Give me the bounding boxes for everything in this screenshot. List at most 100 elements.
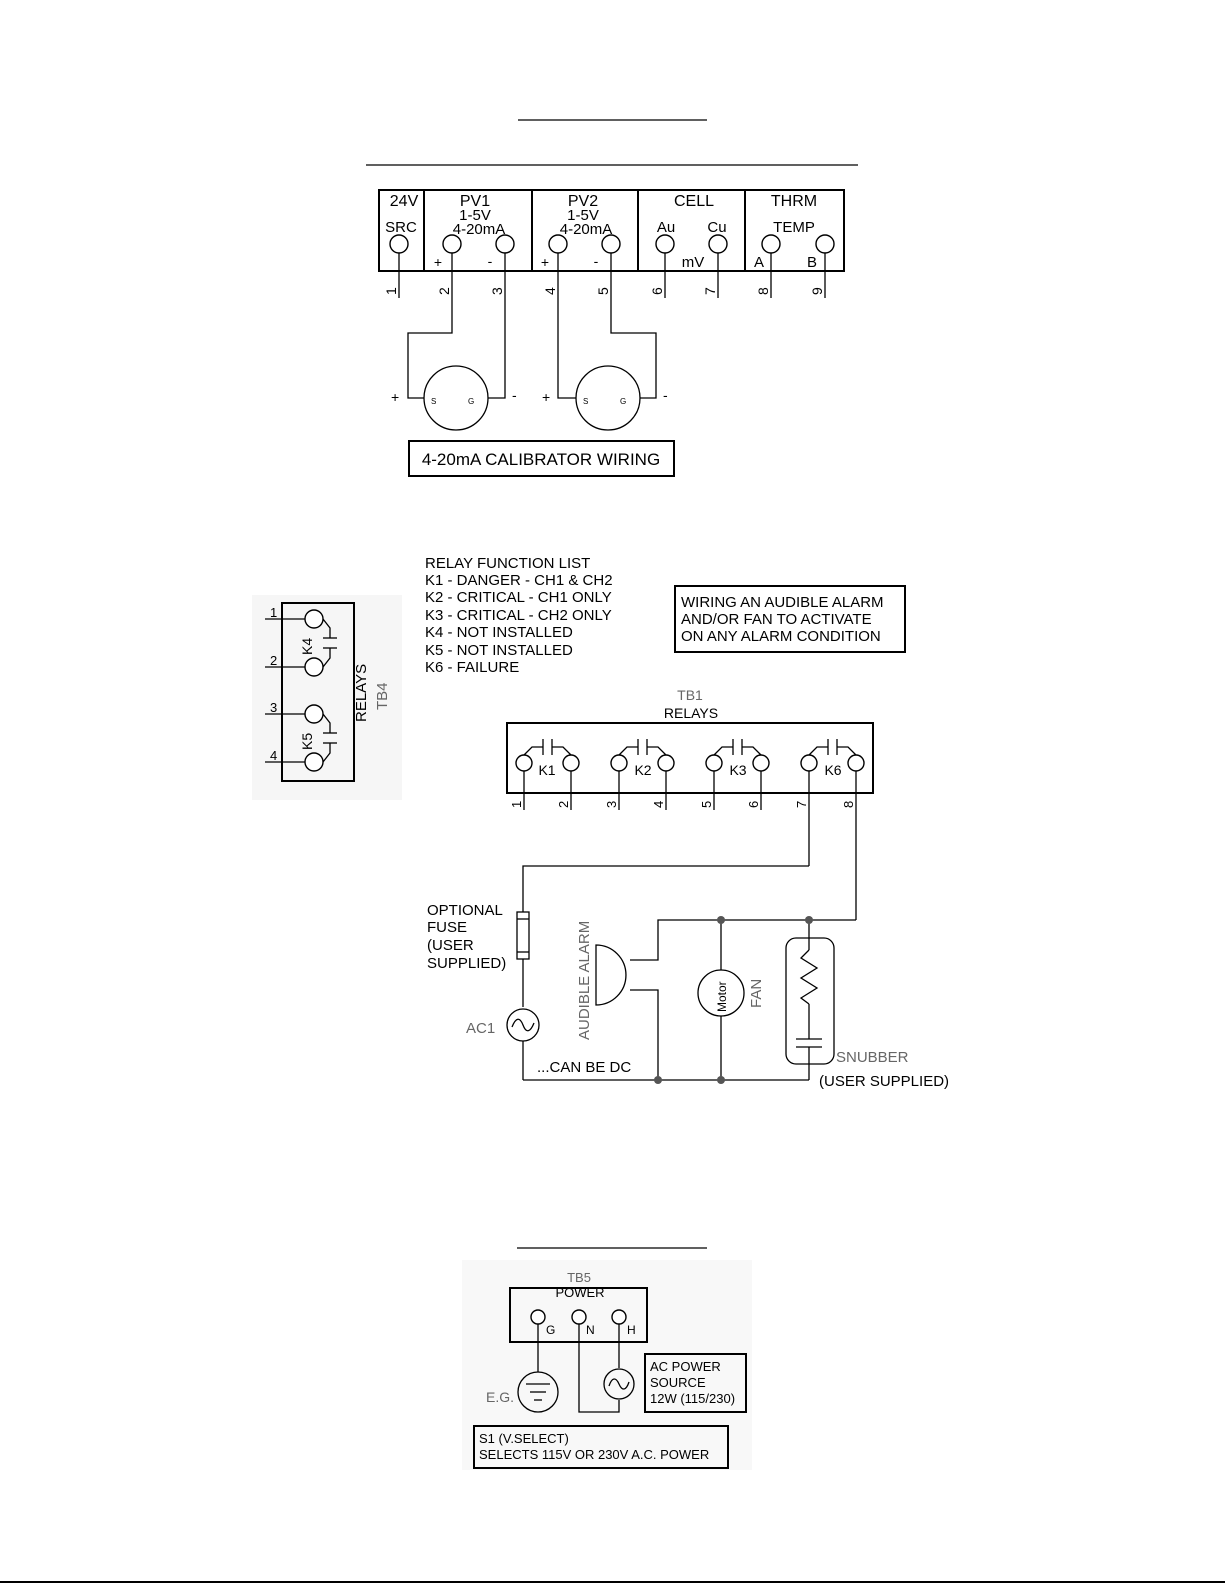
snubber-symbol [785,937,835,1065]
top-terminal-number-8: 8 [755,287,771,295]
tb1-relay-k1: K1 [538,762,555,778]
power-terminal-g: G [546,1323,555,1337]
alarm-note-line-1: WIRING AN AUDIBLE ALARM [681,594,884,611]
tb1-number-1: 1 [509,801,524,808]
can-be-dc-label: ...CAN BE DC [537,1059,631,1076]
ac-source-box [644,1353,747,1413]
s1-note-box [473,1425,729,1469]
audible-alarm-label: AUDIBLE ALARM [576,921,593,1040]
tb1-relay-k6: K6 [824,762,841,778]
s1-note-line-2: SELECTS 115V OR 230V A.C. POWER [479,1447,709,1462]
top-terminals [389,234,835,298]
tb4-number-3: 3 [270,700,277,715]
label-pv1-range1: 1-5V [459,207,491,224]
calibrator-2-s: S [583,397,588,406]
fuse-label-line-4: SUPPLIED) [427,955,506,972]
calibrator-1: S G + - [391,298,517,431]
function-list-k6: K6 - FAILURE [425,659,519,676]
label-cu: Cu [707,219,726,236]
top-terminal-number-5: 5 [595,287,611,295]
header-thrm: THRM [771,193,817,210]
s1-note-line-1: S1 (V.SELECT) [479,1431,569,1446]
tb4-relays-label: RELAYS [353,664,370,722]
tb4-relay-k5: K5 [299,733,315,750]
calibrator-2-minus: - [663,387,668,403]
header-pv1: PV1 [460,193,490,210]
calibrator-2-plus: + [542,389,550,405]
fuse-label-line-1: OPTIONAL [427,902,503,919]
calibrator-2-g: G [620,397,626,406]
header-cell: CELL [674,193,714,210]
calibrator-caption: 4-20mA CALIBRATOR WIRING [422,450,660,469]
ac-source-line-3: 12W (115/230) [650,1391,735,1406]
calibrator-1-minus: - [512,387,517,403]
alarm-note-box [674,585,906,653]
function-list-k1: K1 - DANGER - CH1 & CH2 [425,572,613,589]
motor-label: Motor [715,981,729,1012]
relay-function-list: RELAY FUNCTION LIST K1 - DANGER - CH1 & … [425,555,613,676]
calibrator-1-g: G [468,397,474,406]
function-list-k4: K4 - NOT INSTALLED [425,624,573,641]
tb1-number-2: 2 [556,801,571,808]
audible-alarm-symbol [595,944,627,1006]
label-pv2-range2: 4-20mA [560,221,613,238]
label-au: Au [657,219,675,236]
tb1-block: TB1 RELAYS [506,687,874,920]
tb5-label: TB5 [567,1270,591,1285]
tb1-number-5: 5 [699,801,714,808]
alarm-circuit [506,865,856,1084]
tb4-relay-k4: K4 [299,638,315,655]
label-src: SRC [385,219,417,236]
tb1-relay-k3: K3 [729,762,746,778]
tb1-number-6: 6 [746,801,761,808]
power-section: TB5 POWER G N H E.G. AC POWER SOURCE 12W… [462,1247,752,1470]
fuse-label-line-2: FUSE [427,919,467,936]
fuse-label-line-3: (USER [427,937,474,954]
tb4-block: 1 2 3 4 K4 K5 RELAYS TB4 [252,595,402,800]
top-terminal-number-4: 4 [542,287,558,295]
tb4-number-1: 1 [270,605,277,620]
power-terminal-n: N [586,1323,595,1337]
label-pv2-minus: - [594,253,599,269]
power-terminal-h: H [627,1323,636,1337]
label-pv2-plus: + [541,254,549,270]
label-a: A [754,254,764,271]
ac1-label: AC1 [466,1020,495,1037]
alarm-note-line-3: ON ANY ALARM CONDITION [681,628,881,645]
top-terminal-number-3: 3 [489,287,505,295]
tb1-relay-k2: K2 [634,762,651,778]
tb1-number-7: 7 [794,801,809,808]
top-terminal-number-6: 6 [649,287,665,295]
label-temp: TEMP [773,219,815,236]
eg-label: E.G. [486,1389,514,1405]
fan-label: FAN [748,979,765,1008]
top-terminal-number-7: 7 [702,287,718,295]
header-pv2: PV2 [568,193,598,210]
snubber-label: SNUBBER [836,1049,909,1066]
snubber-note: (USER SUPPLIED) [819,1073,949,1090]
calibrator-1-s: S [431,397,436,406]
tb1-label: TB1 [677,687,703,703]
function-list-k5: K5 - NOT INSTALLED [425,642,573,659]
earth-ground-symbol [517,1371,559,1413]
ac-source-line-2: SOURCE [650,1375,706,1390]
ac-power-source-symbol [603,1368,635,1400]
tb4-number-4: 4 [270,748,277,763]
function-list-k3: K3 - CRITICAL - CH2 ONLY [425,607,612,624]
alarm-note-line-2: AND/OR FAN TO ACTIVATE [681,611,872,628]
label-b: B [807,254,817,271]
ac-source-line-1: AC POWER [650,1359,721,1374]
top-terminal-number-1: 1 [383,287,399,295]
calibrator-2: S G + - [542,298,668,431]
calibrator-1-plus: + [391,389,399,405]
tb1-relays-label: RELAYS [664,705,718,721]
top-section: 24V PV1 PV2 CELL THRM SRC 1-5V 4-20mA 1-… [366,119,858,477]
function-list-k2: K2 - CRITICAL - CH1 ONLY [425,589,612,606]
relay-section: 1 2 3 4 K4 K5 RELAYS TB4 RELAY FUNCTION … [252,555,949,1090]
label-pv1-minus: - [488,253,493,269]
top-terminal-number-2: 2 [436,287,452,295]
label-mv: mV [682,254,705,271]
tb1-number-8: 8 [841,801,856,808]
tb1-number-4: 4 [651,801,666,808]
